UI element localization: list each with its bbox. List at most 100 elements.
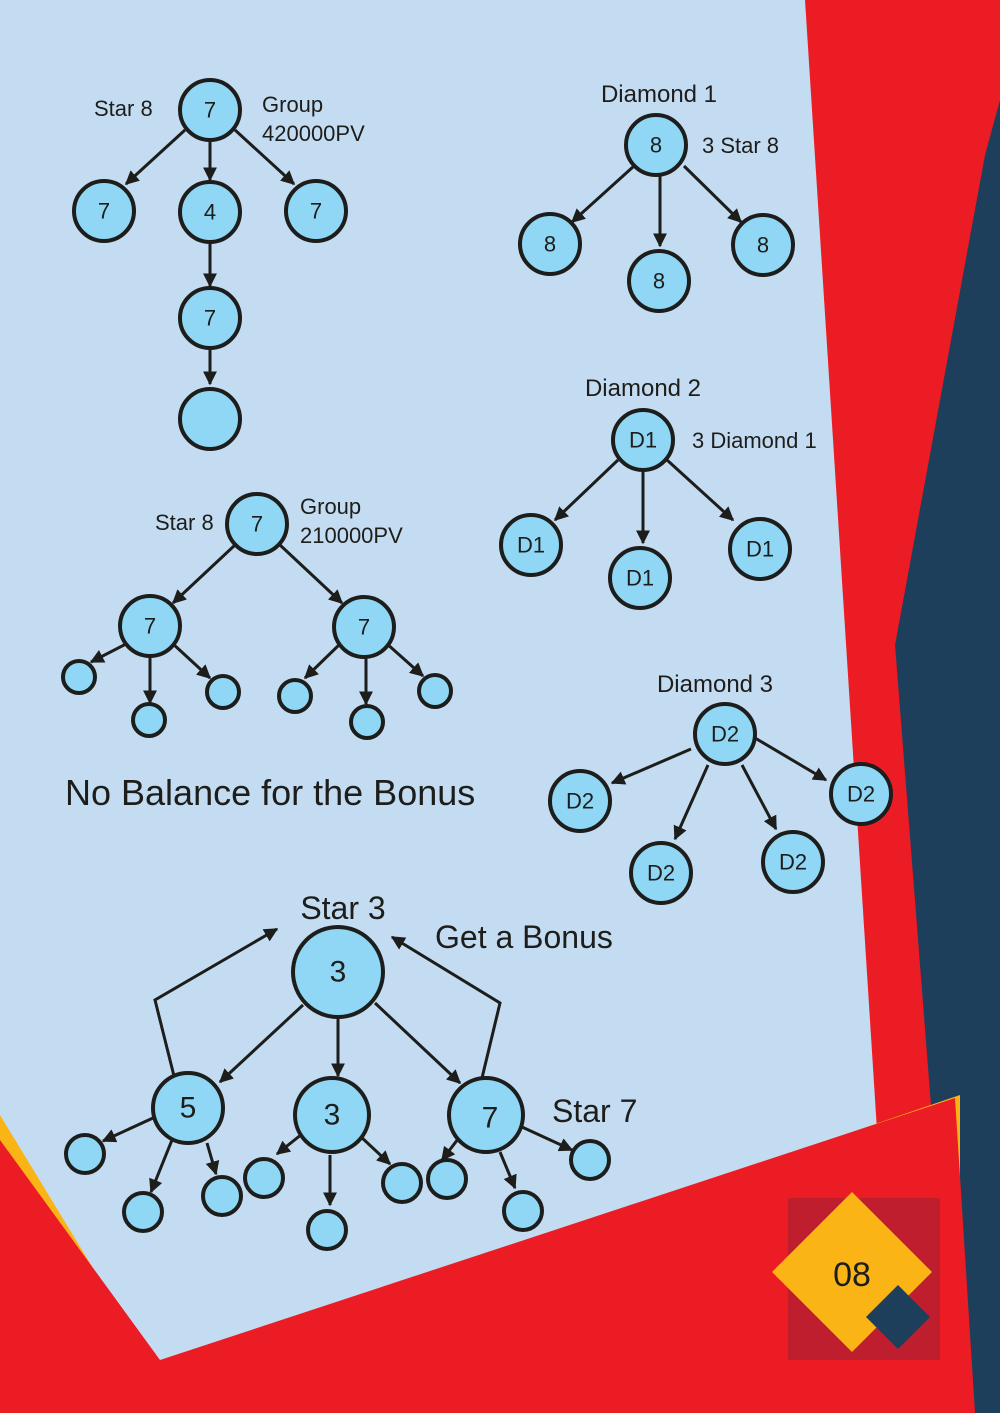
leaf-node: [122, 1191, 164, 1233]
node-label: 3: [330, 956, 347, 989]
page-number: 08: [833, 1256, 871, 1294]
bonus-label: Get a Bonus: [435, 919, 613, 955]
edge: [124, 128, 187, 186]
edge: [101, 1116, 154, 1143]
diagram-diamond-3: D2 D2 D2 D2 D2 Diamond 3: [548, 671, 893, 905]
requirement-label: 3 Diamond 1: [692, 428, 817, 453]
node-label: 7: [251, 512, 263, 537]
node-center: [293, 1076, 371, 1154]
edge: [171, 543, 237, 605]
diagram-title: Star 3: [300, 890, 385, 926]
node-center: [178, 180, 242, 244]
node-label: D1: [629, 428, 657, 453]
edge: [440, 1138, 460, 1162]
group-label: Group: [300, 494, 361, 519]
pv-label: 210000PV: [300, 523, 403, 548]
node-label: 3: [324, 1099, 341, 1132]
node-root: [291, 925, 385, 1019]
node-root: [611, 408, 675, 472]
node-left: [72, 179, 136, 243]
edge: [89, 641, 129, 664]
node-label: D2: [647, 861, 675, 886]
node-label: 7: [310, 199, 322, 224]
leaf-node: [349, 704, 385, 740]
requirement-label: 3 Star 8: [702, 133, 779, 158]
diagram-star8-group-420000pv: 7 7 4 7 7 Star 8 Group 420000PV: [72, 78, 365, 451]
node-label: D1: [626, 566, 654, 591]
node-right: [332, 595, 396, 659]
node-label: D1: [517, 533, 545, 558]
leaf-node: [64, 1133, 106, 1175]
edge: [358, 1134, 392, 1166]
edge: [521, 1125, 574, 1152]
node-left: [118, 594, 182, 658]
edge: [218, 1003, 305, 1084]
node-root: [178, 78, 242, 142]
node-label: 7: [358, 615, 370, 640]
node-label: 8: [653, 269, 665, 294]
edge: [740, 764, 778, 831]
edge: [570, 164, 636, 224]
red-bottom-band: [0, 1098, 975, 1413]
node-label: 7: [204, 98, 216, 123]
node-right: [728, 517, 792, 581]
diagram-title: Diamond 3: [657, 671, 773, 698]
node-root: [624, 113, 688, 177]
pv-label: 420000PV: [262, 121, 365, 146]
diagram-title: Diamond 2: [585, 375, 701, 402]
side-label: Star 7: [552, 1093, 637, 1129]
node-left: [151, 1071, 225, 1145]
edge: [682, 164, 743, 224]
node-right: [447, 1076, 525, 1154]
no-balance-caption: No Balance for the Bonus: [65, 772, 475, 813]
node-label: D2: [847, 782, 875, 807]
leaf-node: [201, 1175, 243, 1217]
leaf-node: [243, 1157, 285, 1199]
edge: [665, 458, 735, 522]
node-right: [731, 213, 795, 277]
edge: [385, 641, 425, 678]
edge: [205, 1142, 220, 1176]
node-label: 7: [144, 614, 156, 639]
node-label: D2: [779, 850, 807, 875]
node-label: 7: [482, 1102, 499, 1135]
leaf-node: [277, 678, 313, 714]
diagram-star8-group-210000pv: 7 7 7 Star 8 Group 210000PV: [61, 492, 453, 740]
leaf-node: [61, 659, 97, 695]
node-label: 8: [757, 233, 769, 258]
edge: [498, 1151, 517, 1190]
node-label: 8: [650, 133, 662, 158]
node-label: D2: [711, 722, 739, 747]
node-left: [548, 769, 612, 833]
node-label: 7: [204, 306, 216, 331]
leaf-node: [205, 674, 241, 710]
node-label: 5: [180, 1092, 197, 1125]
edge: [754, 736, 828, 782]
diagram-star3-bonus: 3 5 3 7 Star 3 Get a Bonus Star 7: [64, 890, 637, 1251]
node-left: [518, 212, 582, 276]
leaf-node: [426, 1158, 468, 1200]
node-right: [829, 762, 893, 826]
edge: [303, 641, 343, 680]
edge: [275, 1132, 303, 1156]
badge-small-diamond: [866, 1285, 930, 1349]
node-left: [499, 513, 563, 577]
edge: [170, 641, 212, 680]
page-number-badge: 08: [772, 1192, 940, 1360]
node-root: [693, 702, 757, 766]
node-label: 7: [98, 199, 110, 224]
group-label: Group: [262, 92, 323, 117]
edge: [553, 458, 620, 522]
leaf-node: [381, 1162, 423, 1204]
node-center-left: [629, 841, 693, 905]
node-label: D1: [746, 537, 774, 562]
node-right: [284, 179, 348, 243]
diagram-title: Diamond 1: [601, 81, 717, 108]
node-center: [608, 546, 672, 610]
node-label: 8: [544, 232, 556, 257]
leaf-node: [306, 1209, 348, 1251]
node-label: 4: [204, 200, 216, 225]
feedback-arrow-left: [153, 927, 279, 1081]
leaf-node: [569, 1139, 611, 1181]
